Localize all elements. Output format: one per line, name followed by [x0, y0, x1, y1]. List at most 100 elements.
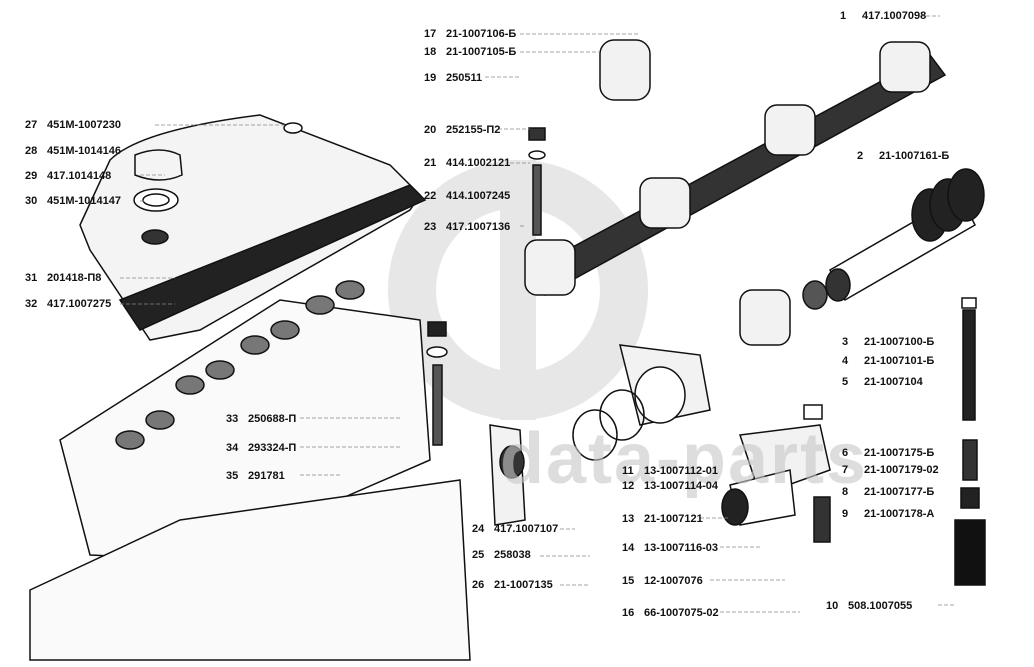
part-number: 4 — [842, 355, 849, 367]
part-code: 250688-П — [248, 413, 297, 425]
part-label-21: 21 414.1002121 — [424, 157, 510, 169]
part-number: 26 — [472, 579, 485, 591]
part-code: 13-1007114-04 — [644, 480, 719, 492]
part-label-9: 9 21-1007178-А — [842, 508, 934, 520]
part-code: 21-1007121 — [644, 513, 703, 525]
part-number: 13 — [622, 513, 635, 525]
part-label-18: 18 21-1007105-Б — [424, 46, 516, 58]
part-number: 8 — [842, 486, 849, 498]
part-code: 250511 — [446, 72, 483, 84]
part-code: 451М-1007230 — [47, 119, 122, 131]
part-number: 1 — [840, 10, 847, 22]
part-number: 25 — [472, 549, 485, 561]
part-code: 451М-1014146 — [47, 145, 122, 157]
part-code: 414.1002121 — [446, 157, 511, 169]
part-code: 21-1007105-Б — [446, 46, 517, 58]
part-label-22: 22 414.1007245 — [424, 190, 510, 202]
part-label-32: 32 417.1007275 — [25, 298, 111, 310]
part-number: 35 — [226, 470, 239, 482]
part-number: 29 — [25, 170, 38, 182]
part-number: 20 — [424, 124, 437, 136]
part-code: 21-1007101-Б — [864, 355, 935, 367]
part-number: 10 — [826, 600, 839, 612]
part-label-24: 24 417.1007107 — [472, 523, 558, 535]
part-label-26: 26 21-1007135 — [472, 579, 553, 591]
rocker-shaft-assembly — [524, 39, 947, 346]
part-number: 14 — [622, 542, 635, 554]
part-number: 28 — [25, 145, 38, 157]
part-label-10: 10 508.1007055 — [826, 600, 912, 612]
part-label-4: 4 21-1007101-Б — [842, 355, 934, 367]
part-code: 258038 — [494, 549, 531, 561]
part-number: 21 — [424, 157, 437, 169]
part-label-25: 25 258038 — [472, 549, 531, 561]
part-label-23: 23 417.1007136 — [424, 221, 510, 233]
part-label-27: 27 451М-1007230 — [25, 119, 121, 131]
part-code: 21-1007177-Б — [864, 486, 935, 498]
part-number: 27 — [25, 119, 38, 131]
part-code: 291781 — [248, 470, 285, 482]
part-number: 32 — [25, 298, 38, 310]
part-code: 414.1007245 — [446, 190, 511, 202]
part-number: 15 — [622, 575, 635, 587]
part-number: 24 — [472, 523, 485, 535]
part-number: 3 — [842, 336, 849, 348]
part-code: 508.1007055 — [848, 600, 913, 612]
part-code: 293324-П — [248, 442, 297, 454]
oil-filler-cap — [133, 149, 183, 212]
part-code: 417.1014148 — [47, 170, 112, 182]
part-label-33: 33 250688-П — [226, 413, 296, 425]
part-number: 23 — [424, 221, 437, 233]
watermark-text: data-parts — [500, 419, 869, 499]
part-code: 21-1007179-02 — [864, 464, 939, 476]
part-label-7: 7 21-1007179-02 — [842, 464, 939, 476]
part-code: 451М-1014147 — [47, 195, 122, 207]
part-code: 21-1007100-Б — [864, 336, 935, 348]
part-label-8: 8 21-1007177-Б — [842, 486, 934, 498]
part-number: 30 — [25, 195, 38, 207]
part-label-3: 3 21-1007100-Б — [842, 336, 934, 348]
part-label-31: 31 201418-П8 — [25, 272, 101, 284]
part-code: 12-1007076 — [644, 575, 703, 587]
part-number: 31 — [25, 272, 38, 284]
part-number: 22 — [424, 190, 437, 202]
part-number: 2 — [857, 150, 864, 162]
part-code: 21-1007178-А — [864, 508, 935, 520]
part-code: 21-1007106-Б — [446, 28, 517, 40]
part-number: 6 — [842, 447, 849, 459]
part-code: 417.1007136 — [446, 221, 511, 233]
part-number: 9 — [842, 508, 849, 520]
part-code: 201418-П8 — [47, 272, 102, 284]
part-code: 21-1007135 — [494, 579, 553, 591]
pushrod-tappet — [954, 297, 986, 586]
stud-nut-washer — [426, 127, 546, 446]
part-label-19: 19 250511 — [424, 72, 482, 84]
part-label-15: 15 12-1007076 — [622, 575, 703, 587]
part-number: 18 — [424, 46, 437, 58]
part-label-35: 35 291781 — [226, 470, 285, 482]
part-code: 417.1007275 — [47, 298, 112, 310]
part-number: 33 — [226, 413, 239, 425]
part-number: 16 — [622, 607, 635, 619]
valve-cover — [79, 114, 427, 341]
part-code: 13-1007112-01 — [644, 465, 719, 477]
part-number: 7 — [842, 464, 849, 476]
part-code: 417.1007107 — [494, 523, 559, 535]
part-label-29: 29 417.1014148 — [25, 170, 111, 182]
shaft-spring-sleeve — [802, 168, 985, 310]
part-number: 19 — [424, 72, 437, 84]
rocker-arm-parts — [489, 344, 831, 543]
part-label-2: 2 21-1007161-Б — [857, 150, 949, 162]
part-number: 11 — [622, 465, 634, 477]
part-number: 5 — [842, 376, 849, 388]
part-code: 21-1007161-Б — [879, 150, 950, 162]
